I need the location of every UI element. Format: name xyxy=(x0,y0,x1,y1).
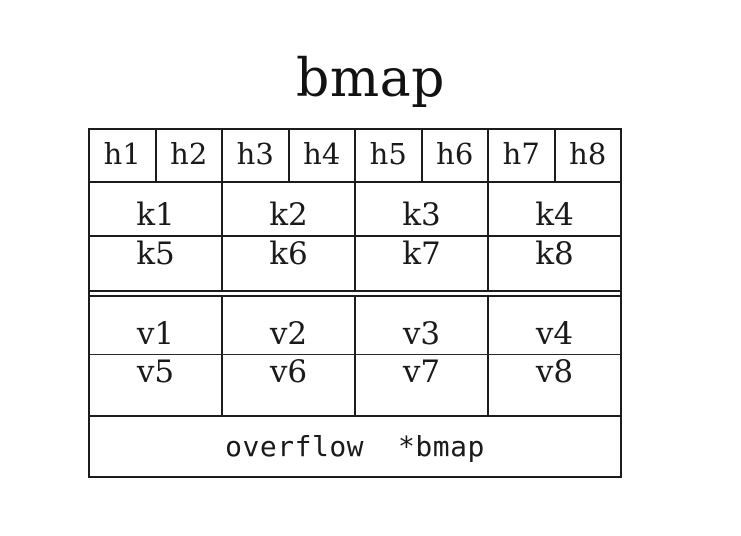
key-cell-8: k8 xyxy=(535,236,574,272)
tophash-cell-4: h4 xyxy=(290,130,356,181)
value-cell-1: v1 xyxy=(90,297,223,354)
tophash-cell-6: h6 xyxy=(423,130,489,181)
keys-row-1: k1 k2 k3 k4 xyxy=(90,183,620,237)
value-cell-6: v6 xyxy=(223,355,356,415)
value-cell-3: v3 xyxy=(356,297,489,354)
value-cell-8: v8 xyxy=(535,354,574,390)
overflow-row: overflow *bmap xyxy=(90,417,620,476)
values-row-2: v5 v6 v7 v8 xyxy=(90,355,620,417)
tophash-cell-3: h3 xyxy=(223,130,290,181)
tophash-cell-7: h7 xyxy=(489,130,556,181)
key-cell-2: k2 xyxy=(223,183,356,235)
tophash-cell-1: h1 xyxy=(90,130,157,181)
key-cell-4: k4 xyxy=(535,197,574,233)
value-cell-4: v4 xyxy=(535,316,574,352)
bmap-table: h1 h2 h3 h4 h5 h6 h7 h8 k1 k2 k3 k4 k5 k… xyxy=(88,128,622,478)
keys-row-2: k5 k6 k7 k8 xyxy=(90,237,620,292)
key-cell-1: k1 xyxy=(90,183,223,235)
tophash-row: h1 h2 h3 h4 h5 h6 h7 h8 xyxy=(90,130,620,183)
tophash-cell-2: h2 xyxy=(157,130,223,181)
value-cell-5: v5 xyxy=(90,355,223,415)
key-cell-3: k3 xyxy=(356,183,489,235)
values-row-1: v1 v2 v3 v4 xyxy=(90,297,620,355)
value-cell-7: v7 xyxy=(356,355,489,415)
key-cell-7: k7 xyxy=(356,237,489,290)
overflow-pointer: *bmap xyxy=(398,429,485,463)
value-cell-2: v2 xyxy=(223,297,356,354)
overflow-label: overflow xyxy=(225,429,365,463)
keys-values-separator xyxy=(90,292,620,297)
page-title: bmap xyxy=(296,49,445,109)
key-cell-6: k6 xyxy=(223,237,356,290)
tophash-cell-5: h5 xyxy=(356,130,423,181)
key-cell-5: k5 xyxy=(90,237,223,290)
tophash-cell-8: h8 xyxy=(569,137,607,171)
